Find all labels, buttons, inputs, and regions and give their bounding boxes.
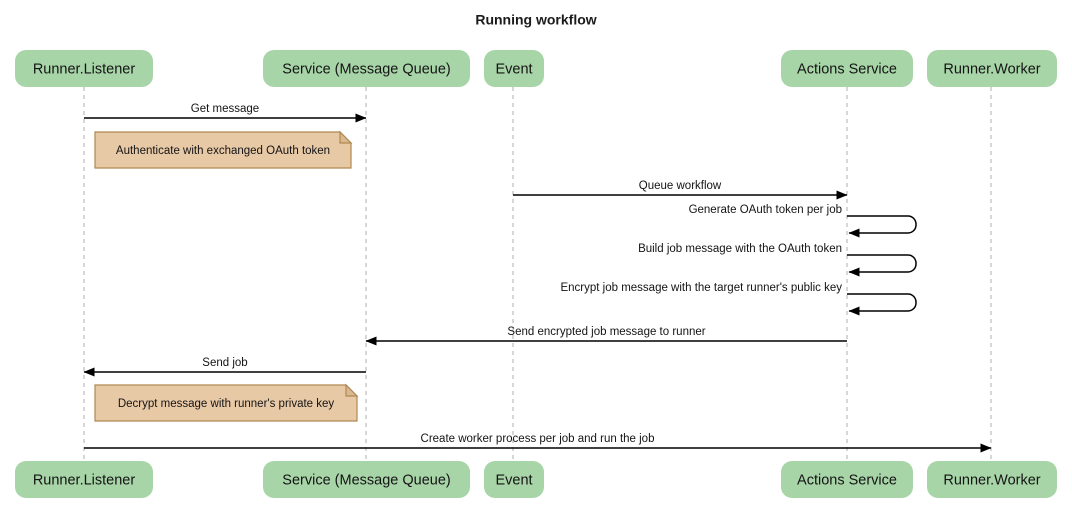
participant-box xyxy=(15,461,153,498)
message-m2[interactable]: Queue workflow xyxy=(513,180,848,200)
participant-box xyxy=(781,50,913,87)
note-n2: Decrypt message with runner's private ke… xyxy=(94,383,359,422)
message-label: Send job xyxy=(202,357,247,369)
message-m5[interactable]: Encrypt job message with the target runn… xyxy=(560,282,917,316)
diagram-title: Running workflow xyxy=(475,12,596,28)
participant-box xyxy=(484,50,544,87)
participant-label: Service (Message Queue) xyxy=(282,61,450,77)
participant-label: Service (Message Queue) xyxy=(282,472,450,488)
participant-event-bottom[interactable]: Event xyxy=(484,461,544,498)
participant-label: Event xyxy=(495,472,532,488)
message-m8[interactable]: Create worker process per job and run th… xyxy=(84,433,992,453)
note-label: Authenticate with exchanged OAuth token xyxy=(116,145,330,157)
participant-label: Event xyxy=(495,61,532,77)
notes: Authenticate with exchanged OAuth tokenD… xyxy=(94,130,359,422)
participant-runner-listener-bottom[interactable]: Runner.Listener xyxy=(15,461,153,498)
participant-box xyxy=(927,50,1057,87)
message-label: Create worker process per job and run th… xyxy=(421,433,655,445)
participant-service-mq-top[interactable]: Service (Message Queue) xyxy=(263,50,470,87)
note-body xyxy=(94,384,358,422)
participant-label: Runner.Worker xyxy=(943,472,1040,488)
participant-label: Runner.Worker xyxy=(943,61,1040,77)
self-loop-line xyxy=(847,254,917,277)
participant-label: Runner.Listener xyxy=(33,472,136,488)
participant-runner-listener-top[interactable]: Runner.Listener xyxy=(15,50,153,87)
participant-box xyxy=(263,461,470,498)
message-m7[interactable]: Send job xyxy=(83,357,366,377)
participant-box xyxy=(15,50,153,87)
participant-label: Actions Service xyxy=(797,472,897,488)
note-fold-corner-icon xyxy=(339,130,353,144)
lifelines xyxy=(83,87,992,461)
message-m1[interactable]: Get message xyxy=(84,103,367,123)
note-fold-corner-icon xyxy=(345,383,359,397)
participant-event-top[interactable]: Event xyxy=(484,50,544,87)
message-label: Get message xyxy=(191,103,259,115)
message-label: Build job message with the OAuth token xyxy=(638,243,842,255)
message-label: Queue workflow xyxy=(639,180,722,192)
participant-actions-service-top[interactable]: Actions Service xyxy=(781,50,913,87)
participant-runner-worker-top[interactable]: Runner.Worker xyxy=(927,50,1057,87)
participant-box xyxy=(781,461,913,498)
participant-label: Runner.Listener xyxy=(33,61,136,77)
note-body xyxy=(94,131,352,169)
participant-box xyxy=(927,461,1057,498)
participant-actions-service-bottom[interactable]: Actions Service xyxy=(781,461,913,498)
note-n1: Authenticate with exchanged OAuth token xyxy=(94,130,353,169)
message-label: Generate OAuth token per job xyxy=(689,204,842,216)
participant-box xyxy=(484,461,544,498)
message-m3[interactable]: Generate OAuth token per job xyxy=(689,204,917,238)
message-label: Send encrypted job message to runner xyxy=(507,326,705,338)
message-m6[interactable]: Send encrypted job message to runner xyxy=(365,326,847,346)
participant-label: Actions Service xyxy=(797,61,897,77)
message-m4[interactable]: Build job message with the OAuth token xyxy=(638,243,917,277)
self-loop-line xyxy=(847,215,917,238)
message-label: Encrypt job message with the target runn… xyxy=(560,282,842,294)
note-label: Decrypt message with runner's private ke… xyxy=(118,398,335,410)
participant-service-mq-bottom[interactable]: Service (Message Queue) xyxy=(263,461,470,498)
self-loop-line xyxy=(847,293,917,316)
participant-runner-worker-bottom[interactable]: Runner.Worker xyxy=(927,461,1057,498)
participant-box xyxy=(263,50,470,87)
